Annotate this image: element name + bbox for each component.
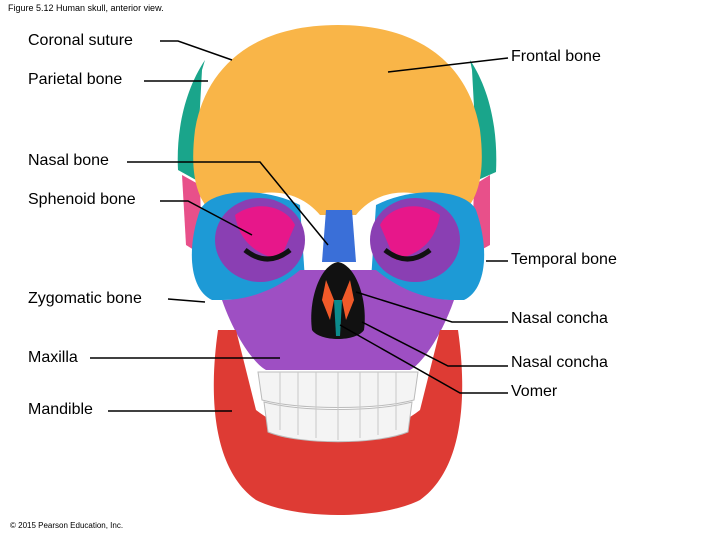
leader-coronal-suture: [160, 40, 233, 61]
label-parietal-bone: Parietal bone: [28, 71, 123, 88]
leader-frontal-bone: [387, 57, 509, 73]
leader-vomer: [339, 324, 508, 394]
label-coronal-suture: Coronal suture: [28, 32, 133, 49]
leader-zygomatic-bone: [167, 298, 206, 303]
label-frontal-bone: Frontal bone: [511, 48, 601, 65]
label-nasal-concha-1: Nasal concha: [511, 310, 608, 327]
label-vomer: Vomer: [511, 383, 558, 400]
leader-nasal-bone: [127, 161, 329, 246]
orbit-fissure-right: [383, 247, 432, 262]
nasal-concha-right: [342, 280, 354, 320]
label-mandible: Mandible: [28, 401, 93, 418]
leader-nasal-concha-1: [355, 291, 508, 323]
label-maxilla: Maxilla: [28, 349, 78, 366]
mandible: [213, 330, 463, 515]
figure-caption: Figure 5.12 Human skull, anterior view.: [8, 3, 164, 13]
label-temporal-bone: Temporal bone: [511, 251, 617, 268]
teeth-divisions: [279, 372, 397, 440]
frontal-bone: [193, 25, 482, 215]
parietal-bone-left: [177, 60, 205, 180]
label-nasal-bone: Nasal bone: [28, 152, 109, 169]
leader-lines: [90, 40, 509, 412]
label-zygomatic-bone: Zygomatic bone: [28, 290, 142, 307]
leader-sphenoid-bone: [160, 200, 253, 236]
label-sphenoid-bone: Sphenoid bone: [28, 191, 136, 208]
copyright-notice: © 2015 Pearson Education, Inc.: [10, 521, 124, 530]
nasal-concha: [322, 280, 334, 320]
nasal-bone: [322, 210, 356, 262]
sphenoid-bone-right: [380, 206, 440, 260]
leader-nasal-concha-2: [361, 321, 508, 367]
sphenoid-bone-left: [235, 206, 295, 260]
vomer: [334, 300, 342, 336]
orbit-fissure-left: [243, 247, 292, 262]
label-nasal-concha-2: Nasal concha: [511, 354, 608, 371]
